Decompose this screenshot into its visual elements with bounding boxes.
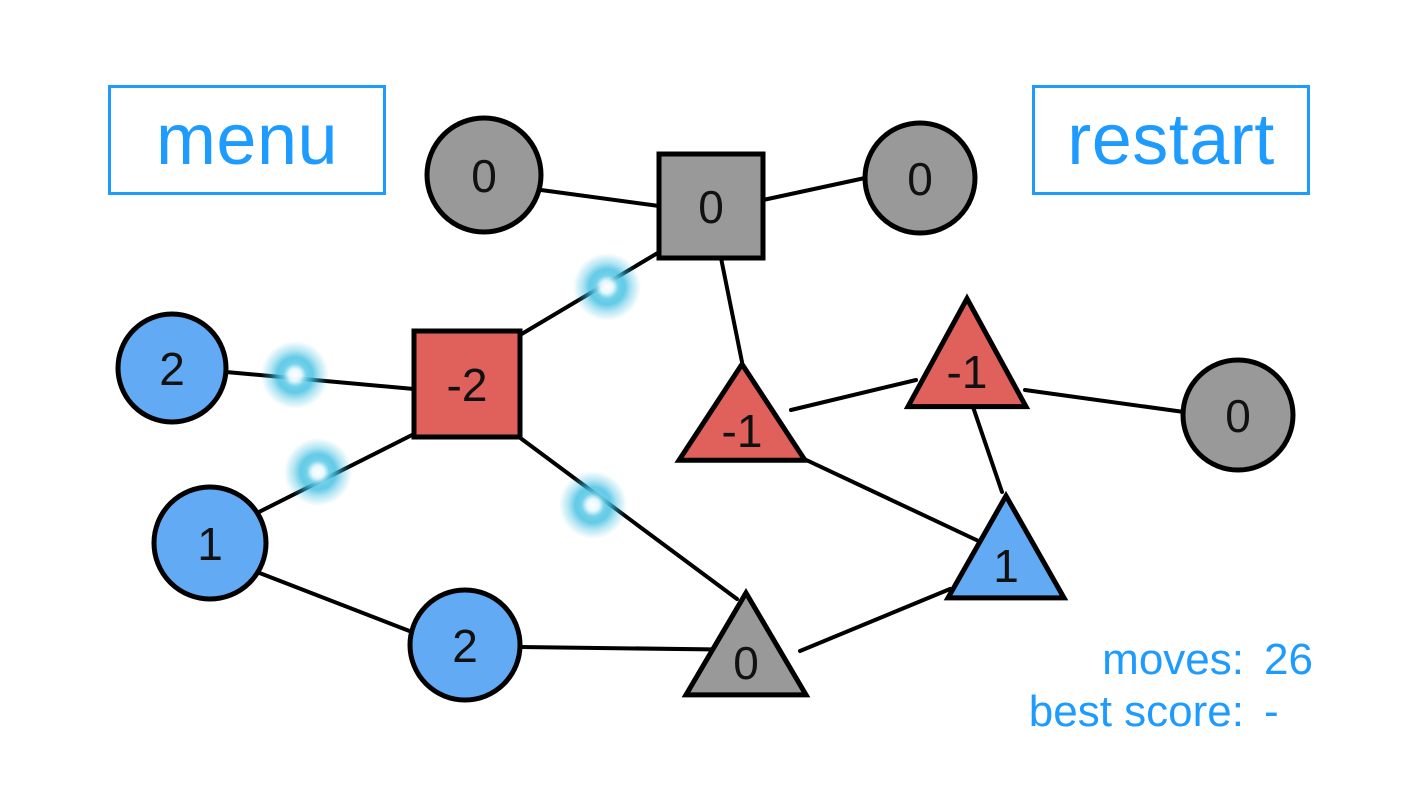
- node-shape[interactable]: [903, 293, 1031, 410]
- node-value-label: -1: [947, 346, 988, 398]
- graph-edge[interactable]: [539, 188, 661, 208]
- graph-node-triangle-red[interactable]: -1: [903, 293, 1031, 410]
- graph-node-circle-blue[interactable]: 1: [151, 484, 269, 602]
- edge-glow-marker[interactable]: [261, 341, 329, 409]
- node-value-label: -2: [447, 359, 488, 411]
- graph-edge[interactable]: [1023, 388, 1186, 414]
- node-value-label: 0: [733, 637, 759, 689]
- node-shape[interactable]: [407, 587, 523, 703]
- node-shape[interactable]: [424, 115, 544, 235]
- graph-node-circle-gray[interactable]: 0: [424, 115, 544, 235]
- node-shape[interactable]: [681, 587, 811, 698]
- menu-button[interactable]: menu: [108, 85, 386, 195]
- node-value-label: 2: [452, 620, 478, 672]
- moves-label: moves:: [1102, 635, 1244, 684]
- node-shape[interactable]: [411, 328, 523, 440]
- node-shape[interactable]: [1180, 357, 1296, 473]
- graph-edge[interactable]: [255, 570, 414, 634]
- node-value-label: 0: [471, 150, 497, 202]
- node-value-label: 0: [698, 181, 724, 233]
- node-value-label: 2: [159, 343, 185, 395]
- graph-edge[interactable]: [798, 587, 952, 653]
- graph-edge[interactable]: [719, 256, 744, 364]
- graph-node-square-gray[interactable]: 0: [656, 151, 766, 261]
- node-shape[interactable]: [115, 311, 229, 425]
- graph-edge[interactable]: [789, 378, 918, 412]
- graph-node-circle-blue[interactable]: 2: [115, 311, 229, 425]
- graph-node-circle-gray[interactable]: 0: [1180, 357, 1296, 473]
- node-value-label: -1: [722, 405, 763, 457]
- edge-glow-marker[interactable]: [284, 438, 352, 506]
- node-shape[interactable]: [656, 151, 766, 261]
- node-value-label: 0: [1225, 390, 1251, 442]
- moves-row: moves: 26: [1029, 634, 1336, 686]
- graph-edge[interactable]: [783, 448, 989, 547]
- graph-node-square-red[interactable]: -2: [411, 328, 523, 440]
- best-score-value: -: [1264, 687, 1279, 736]
- node-value-label: 0: [907, 153, 933, 205]
- restart-button[interactable]: restart: [1032, 85, 1310, 195]
- graph-node-circle-blue[interactable]: 2: [407, 587, 523, 703]
- node-shape[interactable]: [862, 120, 978, 236]
- edge-glow-marker[interactable]: [559, 471, 627, 539]
- graph-edge[interactable]: [970, 402, 1004, 494]
- node-value-label: 1: [197, 518, 223, 570]
- nodes-layer[interactable]: 0 0 0 2 -2 -1 -1 0 1 1 2 0: [115, 115, 1296, 703]
- best-score-label: best score:: [1028, 687, 1244, 736]
- node-shape[interactable]: [674, 359, 810, 463]
- node-shape[interactable]: [151, 484, 269, 602]
- node-shape[interactable]: [943, 490, 1069, 601]
- moves-value: 26: [1264, 635, 1313, 684]
- graph-node-triangle-blue[interactable]: 1: [943, 490, 1069, 601]
- score-panel: moves: 26 best score: -: [1029, 634, 1336, 738]
- edge-glow-marker[interactable]: [573, 253, 641, 321]
- node-value-label: 1: [993, 540, 1019, 592]
- best-score-row: best score: -: [1029, 686, 1336, 738]
- graph-edge[interactable]: [517, 435, 739, 601]
- graph-node-circle-gray[interactable]: 0: [862, 120, 978, 236]
- graph-edge[interactable]: [761, 176, 867, 202]
- graph-node-triangle-gray[interactable]: 0: [681, 587, 811, 698]
- edge-markers-layer[interactable]: [261, 253, 641, 539]
- graph-node-triangle-red[interactable]: -1: [674, 359, 810, 463]
